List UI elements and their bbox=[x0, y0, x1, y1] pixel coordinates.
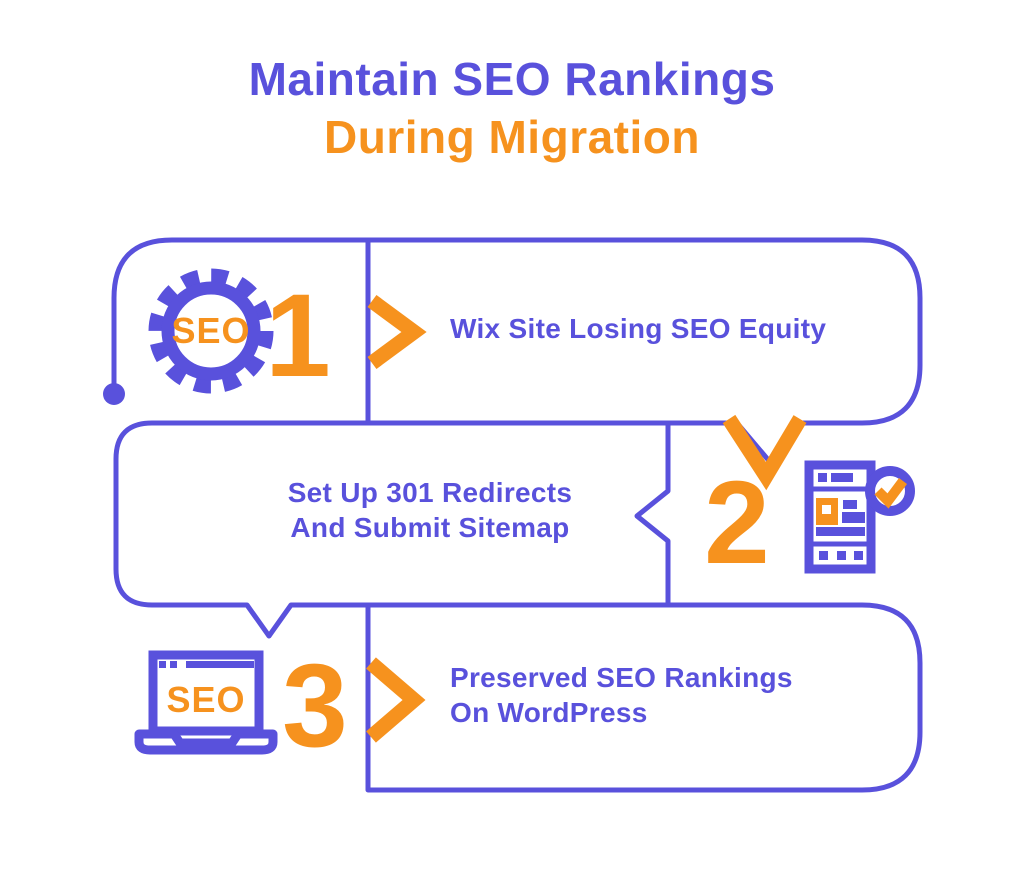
laptop-seo-label: SEO bbox=[166, 679, 246, 720]
infographic-title-line2: During Migration bbox=[324, 111, 700, 163]
seo-gear-icon bbox=[148, 268, 274, 394]
step2-text-line2: And Submit Sitemap bbox=[290, 512, 570, 543]
chevron-right-icon bbox=[366, 657, 426, 743]
infographic-title-line1: Maintain SEO Rankings bbox=[248, 53, 776, 105]
flow-boxes-outline bbox=[111, 237, 923, 793]
step2-text-line1: Set Up 301 Redirects bbox=[287, 477, 573, 508]
step3-number: 3 bbox=[282, 640, 348, 772]
laptop-seo-icon bbox=[134, 650, 278, 755]
step2-right-edge-notch bbox=[634, 423, 671, 605]
flow-arrow-down-icon bbox=[722, 414, 807, 491]
step3-text-line1: Preserved SEO Rankings bbox=[450, 662, 793, 693]
step1-text: Wix Site Losing SEO Equity bbox=[450, 313, 827, 344]
step2-number: 2 bbox=[704, 457, 770, 589]
connector-dot bbox=[103, 383, 125, 405]
chevron-right-icon bbox=[367, 294, 427, 370]
check-badge-icon bbox=[865, 466, 915, 516]
step3-text-line2: On WordPress bbox=[450, 697, 648, 728]
gear-seo-label: SEO bbox=[171, 310, 251, 351]
step1-number: 1 bbox=[265, 270, 331, 402]
webpage-checklist-icon bbox=[804, 460, 915, 574]
